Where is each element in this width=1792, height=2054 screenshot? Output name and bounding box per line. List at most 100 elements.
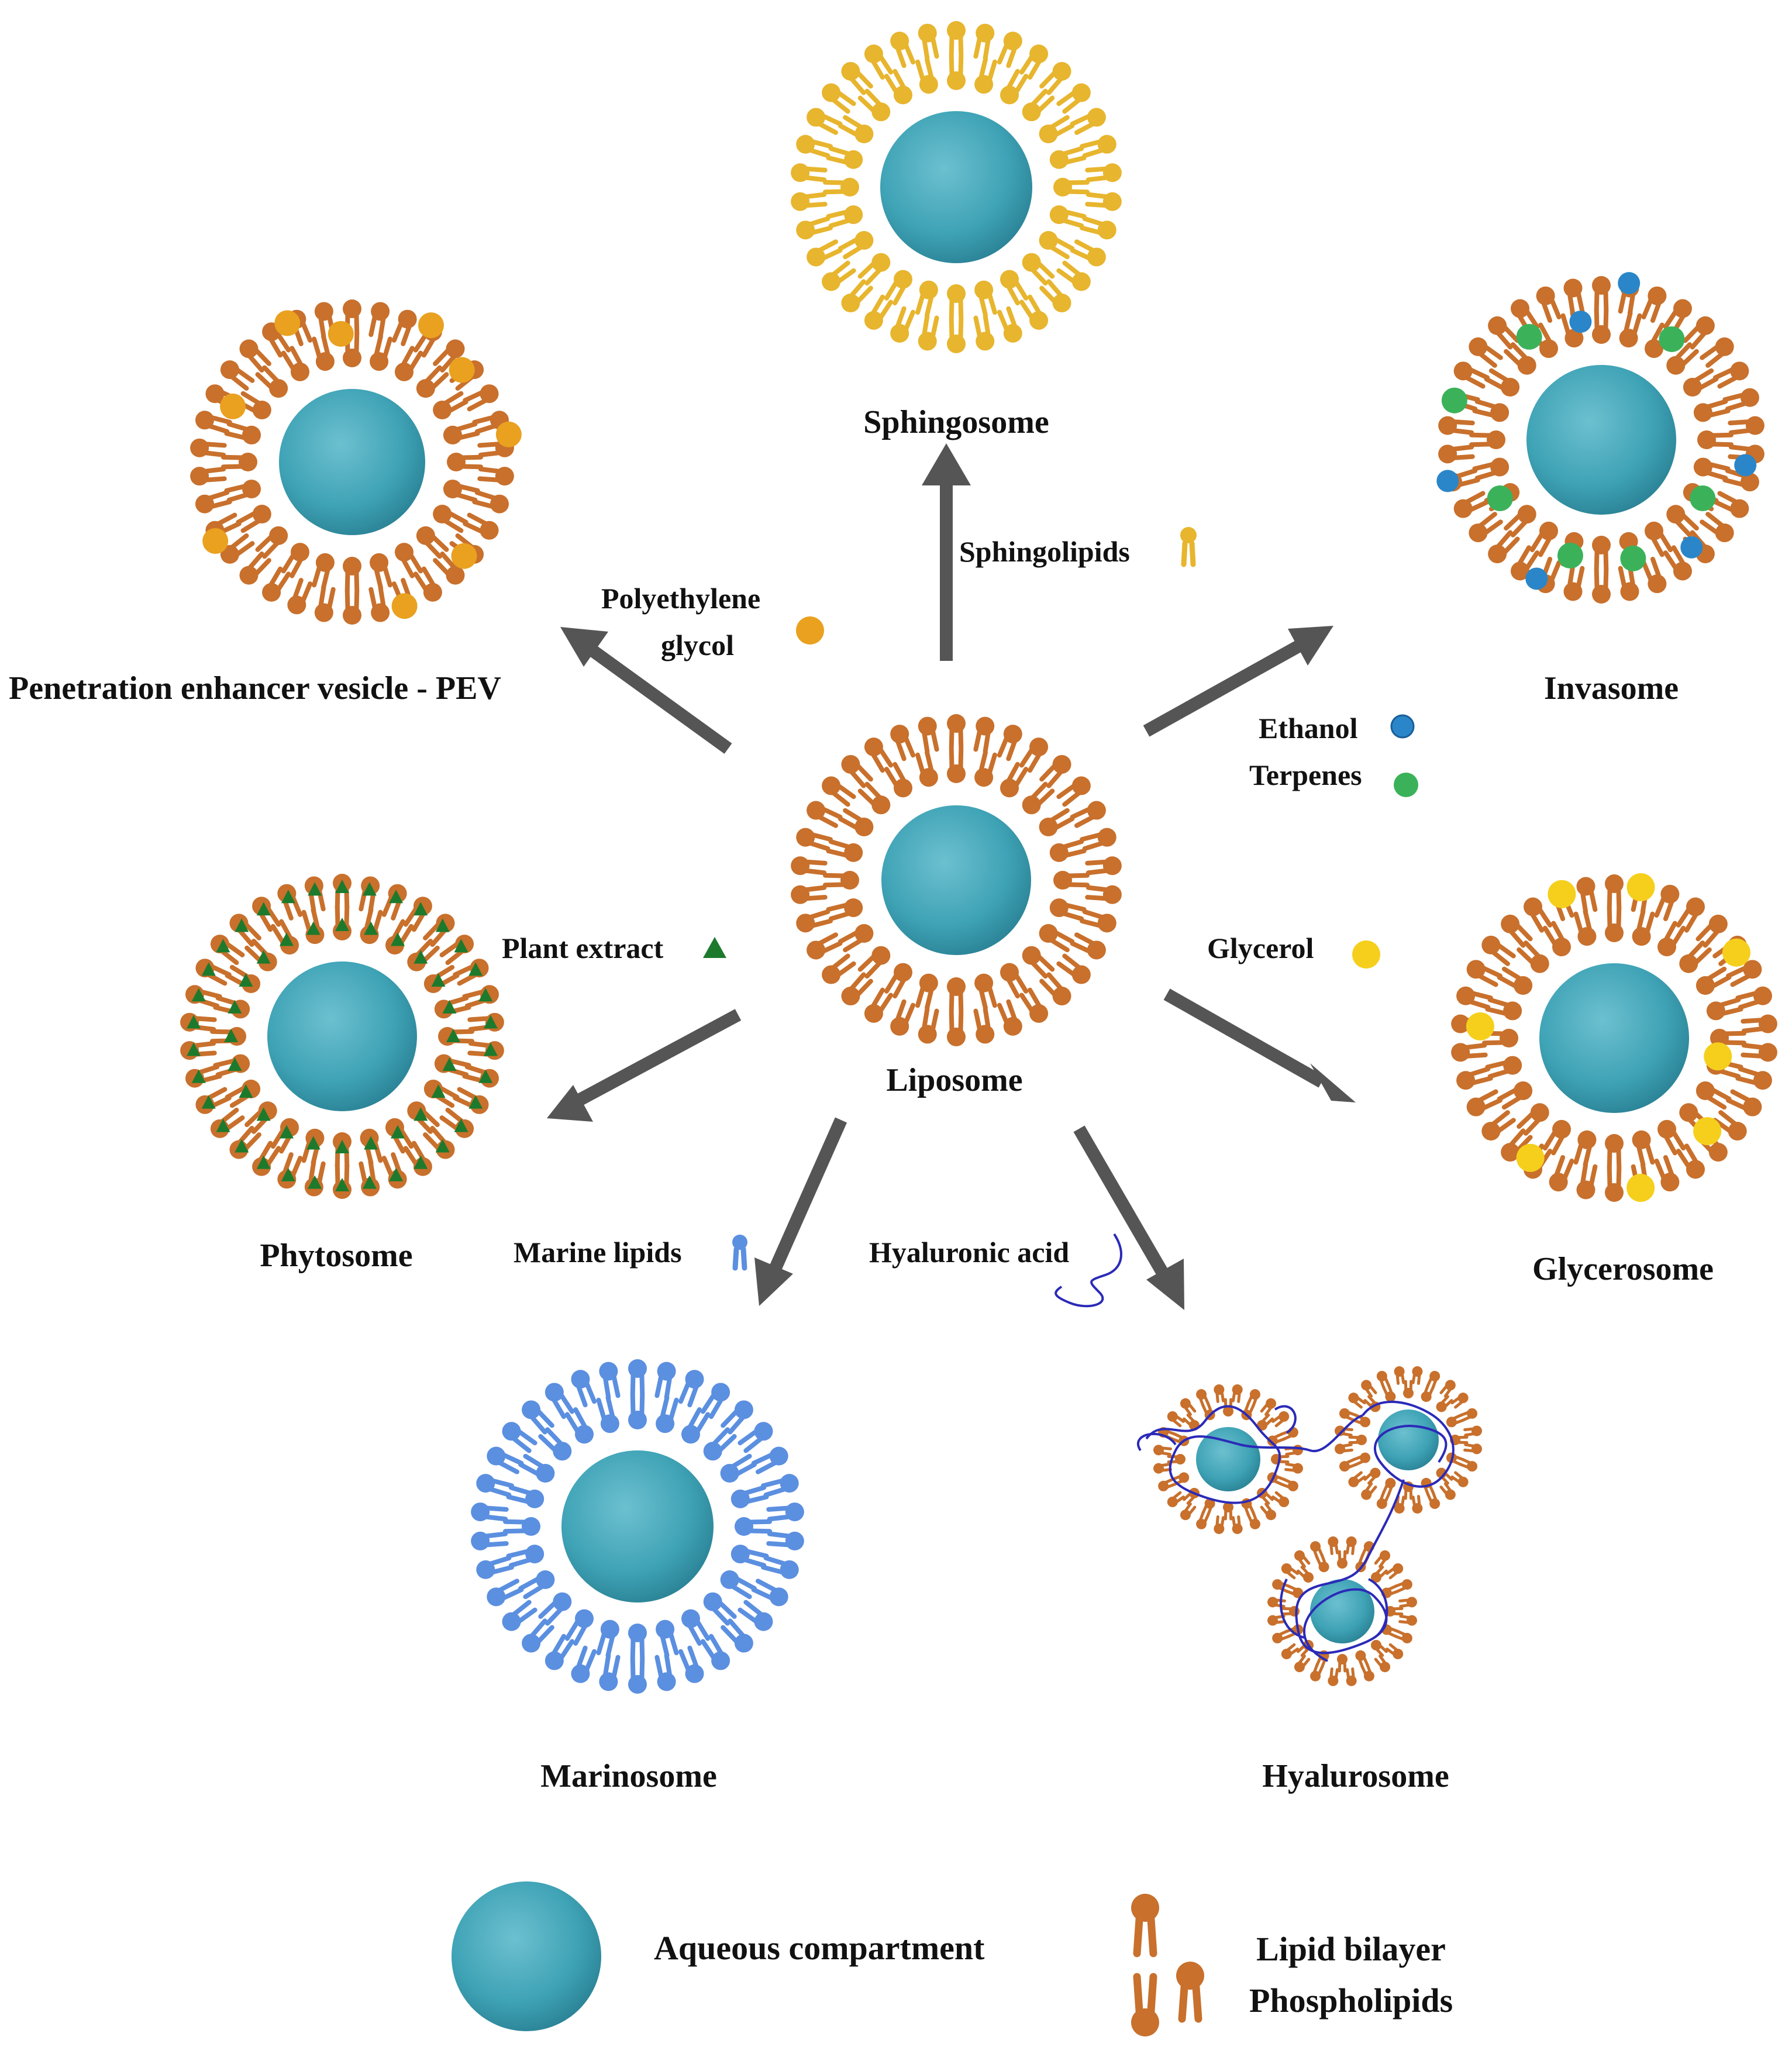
phospholipid-tail [1271, 1495, 1284, 1505]
phospholipid-tail [1717, 1040, 1746, 1046]
phospholipid-tail [929, 315, 939, 344]
phospholipid-tail [1487, 1067, 1516, 1079]
phospholipid-tail [288, 890, 303, 917]
phospholipid-tail [525, 1618, 547, 1643]
additive-particle [1441, 387, 1467, 413]
glycerol-dot-icon [1352, 940, 1380, 969]
phospholipid-tail [901, 309, 916, 337]
phospholipid-tail [1478, 341, 1503, 360]
phospholipid-tail [1296, 1655, 1306, 1667]
phospholipid-tail [433, 558, 455, 581]
phospholipid-head [871, 102, 891, 122]
phospholipid-tail [240, 515, 267, 533]
glycerosome-aqueous-core [1539, 963, 1689, 1113]
phospholipid-tail [555, 1387, 575, 1414]
phospholipid-tail [1497, 1084, 1524, 1101]
phospholipid-tail [1270, 1602, 1286, 1608]
plant-extract-particle [389, 890, 404, 904]
phospholipid-head [416, 379, 435, 398]
phospholipid-tail [1311, 1546, 1319, 1560]
phospholipid-tail [901, 37, 916, 65]
phospholipid-tail [851, 66, 873, 89]
plant-extract-particle [446, 1029, 460, 1042]
phospholipid-tail [798, 895, 828, 901]
phospholipid-tail [378, 309, 387, 339]
phytosome [180, 874, 504, 1199]
phospholipid-tail [823, 180, 852, 185]
phospholipid-tail [1635, 1138, 1646, 1167]
phospholipid-tail [1039, 285, 1062, 308]
phospholipid-tail [958, 721, 964, 750]
phospholipid-tail [1300, 1566, 1312, 1577]
phospholipid-tail [463, 521, 490, 537]
phospholipid-tail [1383, 1492, 1391, 1507]
phospholipid-tail [1684, 907, 1702, 933]
additive-particle [1548, 880, 1576, 908]
plant-extract-particle [468, 1095, 483, 1109]
phospholipid-tail [1172, 1495, 1185, 1505]
phospholipid-tail [1668, 925, 1686, 952]
phospholipid-tail [1504, 349, 1526, 371]
plant-extract-particle [335, 918, 349, 931]
phospholipid-tail [1157, 1446, 1172, 1450]
phospholipid-tail [1348, 1435, 1363, 1439]
phospholipid-tail [311, 907, 322, 936]
phospholipid-tail [1504, 1128, 1526, 1152]
polyethylene-label: Polyethylene [601, 582, 760, 615]
phospholipid-tail [430, 1126, 451, 1149]
phospholipid-tail [929, 30, 939, 59]
phospholipid-tail [1464, 1432, 1479, 1437]
phospholipid-tail [763, 1485, 793, 1498]
phospholipid-tail [664, 1653, 673, 1684]
phospholipid-tail [1363, 1482, 1373, 1495]
phospholipid-tail [798, 859, 828, 866]
phospholipid-tail [1471, 1089, 1498, 1106]
phospholipid-tail [1630, 313, 1642, 342]
phospholipid-tail [751, 1587, 780, 1603]
phospholipid-tail [1471, 970, 1498, 987]
phospholipid-tail [263, 901, 281, 927]
phospholipid-tail [442, 399, 468, 416]
additive-particle [1680, 536, 1703, 559]
phospholipid-tail [707, 1602, 730, 1626]
hyalurosome-bilayer-1 [1153, 1384, 1303, 1534]
phospholipid-tail [1491, 1118, 1516, 1137]
phospholipid-tail [1019, 299, 1038, 325]
phospholipid-tail [439, 938, 464, 957]
phospholipid-tail [1474, 399, 1503, 411]
plant-extract-particle [468, 962, 483, 976]
phospholipid-tail [763, 1555, 793, 1568]
hyalurosome-core-2 [1378, 1409, 1439, 1470]
phospholipid-tail [1712, 997, 1741, 1009]
additive-particle [495, 421, 522, 447]
phospholipid-tail [864, 781, 887, 805]
phospholipid-tail [973, 1008, 984, 1038]
phospholipid-tail [201, 490, 230, 502]
additive-particle [1618, 272, 1641, 295]
phospholipid-tail [983, 1007, 992, 1036]
phospholipid-tail [1741, 1017, 1770, 1024]
phospholipid-head [446, 339, 465, 359]
phospholipid-tail [1028, 987, 1045, 1014]
phospholipid-tail [1344, 1409, 1358, 1417]
phospholipid-tail [1338, 1657, 1342, 1673]
phospholipid-tail [692, 1614, 711, 1641]
additive-particle [1516, 323, 1542, 350]
phospholipid-tail [423, 918, 445, 940]
phospholipid-tail [1011, 968, 1029, 994]
phospholipid-tail [1459, 1409, 1473, 1417]
plant-extract-particle [256, 902, 271, 916]
phospholipid-tail [255, 1140, 273, 1167]
phospholipid-tail [1539, 295, 1553, 323]
phospholipid-tail [1474, 468, 1503, 481]
phospholipid-tail [273, 571, 291, 597]
phospholipid-tail [1363, 1470, 1376, 1481]
additive-particle [451, 543, 477, 569]
phospholipid-tail [388, 1127, 405, 1154]
phospholipid-tail [265, 332, 283, 358]
phospholipid-tail [290, 346, 306, 373]
phospholipid-tail [511, 1425, 537, 1446]
phospholipid-tail [1573, 911, 1586, 940]
phospholipid-tail [845, 279, 866, 303]
phospholipid-tail [467, 395, 494, 412]
